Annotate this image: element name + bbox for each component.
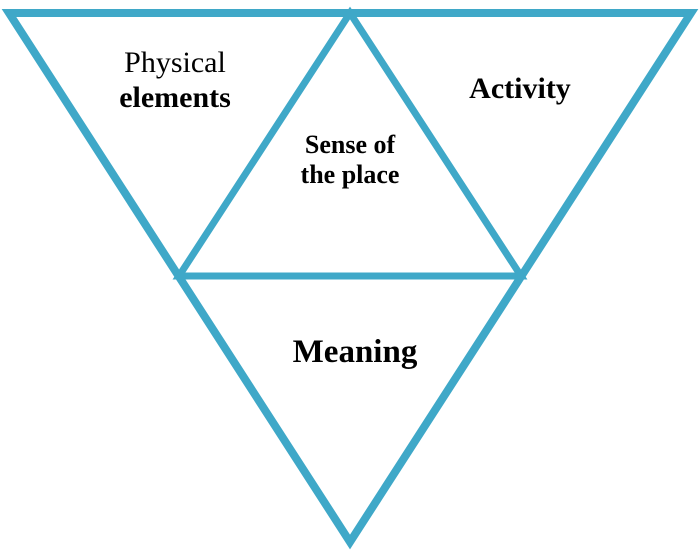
label-sense-line2: the place — [300, 159, 400, 189]
label-meaning: Meaning — [230, 334, 480, 372]
label-sense-of-the-place: Sense of the place — [240, 130, 460, 190]
label-physical-elements: Physical elements — [60, 46, 290, 115]
label-activity: Activity — [410, 72, 630, 107]
inner-triangle — [172, 6, 528, 280]
label-physical-line2: elements — [119, 80, 231, 114]
label-meaning-text: Meaning — [292, 334, 418, 370]
label-activity-text: Activity — [469, 72, 571, 105]
label-sense-line1: Sense of — [304, 130, 396, 159]
label-physical-line1: Physical — [124, 46, 226, 79]
